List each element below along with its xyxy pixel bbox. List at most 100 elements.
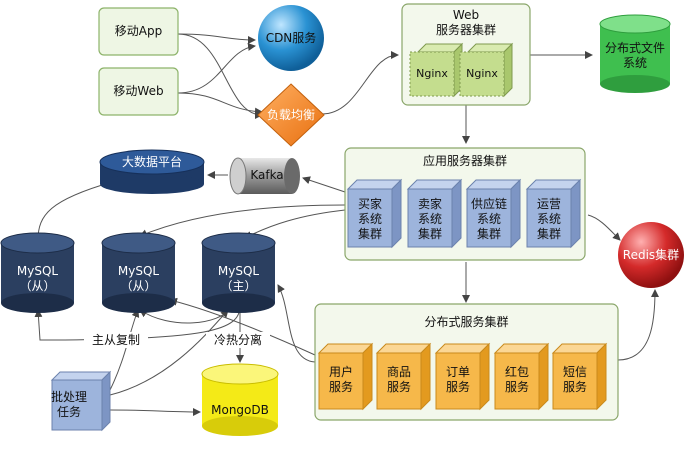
hot-cold-label: 冷热分离 bbox=[206, 332, 270, 348]
app-node-4 bbox=[525, 178, 582, 249]
web-cluster-title: Web 服务器集群 bbox=[402, 7, 530, 39]
edge-service-to-redis bbox=[617, 289, 659, 361]
edge-mysql-slave1-to-bigdata bbox=[37, 180, 113, 241]
mysql-slave-2-label: MySQL （从） bbox=[102, 262, 175, 296]
app-node-4-label-l2: 系统 bbox=[536, 211, 561, 226]
service-node-3-label-l1: 订单 bbox=[445, 365, 470, 379]
edges bbox=[34, 33, 659, 416]
load-balancer-diamond bbox=[257, 83, 325, 147]
edge-batch-to-master bbox=[109, 309, 229, 396]
service-node-1-label-l2: 服务 bbox=[328, 380, 353, 394]
service-nodes bbox=[317, 342, 608, 411]
nginx-label-2: Nginx bbox=[466, 66, 498, 80]
edge-app-to-mysql-slave2 bbox=[139, 204, 346, 237]
nginx-label-1: Nginx bbox=[416, 66, 448, 80]
service-node-1-label: 用户服务 bbox=[319, 362, 363, 398]
batch-task-line1: 批处理 bbox=[50, 390, 87, 404]
edge-app-to-mysql-master bbox=[244, 209, 346, 239]
service-node-1 bbox=[317, 342, 374, 411]
cdn-label: CDN服务 bbox=[265, 30, 317, 45]
edge-master-to-slave1 bbox=[34, 305, 241, 341]
service-node-4-label: 红包服务 bbox=[495, 362, 539, 398]
web-cluster-title-line1: Web bbox=[452, 8, 480, 22]
bigdata-label: 大数据平台 bbox=[121, 154, 182, 169]
app-nodes bbox=[346, 178, 582, 249]
edge-batch-to-mongodb bbox=[109, 407, 201, 416]
nginx-node-2 bbox=[459, 42, 514, 98]
kafka-cylinder bbox=[229, 157, 300, 195]
app-node-3-label-l3: 集群 bbox=[476, 226, 501, 241]
app-node-1-label-l3: 集群 bbox=[357, 226, 382, 241]
service-node-2 bbox=[375, 342, 432, 411]
app-node-4-label-l1: 运营 bbox=[536, 196, 561, 211]
service-node-3-label: 订单服务 bbox=[436, 362, 480, 398]
app-node-2-label-l2: 系统 bbox=[417, 211, 442, 226]
mysql-slave-2-name: MySQL bbox=[117, 264, 160, 278]
service-node-2-label: 商品服务 bbox=[377, 362, 421, 398]
app-node-2-label-l3: 集群 bbox=[417, 226, 442, 241]
edge-app-to-redis bbox=[587, 214, 621, 241]
app-node-2-label-l1: 卖家 bbox=[417, 196, 442, 211]
app-node-1-label-l1: 买家 bbox=[357, 196, 382, 211]
app-node-3 bbox=[465, 178, 522, 249]
edge-service-to-mysql-slave2 bbox=[169, 297, 316, 356]
mysql-slave-1-name: MySQL bbox=[16, 264, 59, 278]
mysql-master-name: MySQL bbox=[217, 264, 260, 278]
kafka-label: Kafka bbox=[250, 167, 284, 182]
mysql-slave-1-label: MySQL （从） bbox=[1, 262, 74, 296]
mysql-master-label: MySQL （主） bbox=[202, 262, 275, 296]
edge-app-to-cdn bbox=[177, 33, 256, 44]
app-node-2 bbox=[406, 178, 463, 249]
bigdata-cylinder bbox=[99, 149, 205, 194]
service-node-5-label: 短信服务 bbox=[553, 362, 597, 398]
app-node-3-label: 供应链系统集群 bbox=[467, 193, 511, 245]
service-node-5-label-l2: 服务 bbox=[562, 380, 587, 394]
service-node-3 bbox=[434, 342, 491, 411]
service-node-1-label-l1: 用户 bbox=[328, 365, 353, 379]
mysql-slave-1-cylinder bbox=[0, 232, 75, 313]
dfs-label: 分布式文件 系统 bbox=[600, 38, 670, 74]
edge-lb-to-web-cluster bbox=[321, 51, 399, 115]
redis-label: Redis集群 bbox=[622, 247, 680, 262]
batch-task-cube bbox=[50, 370, 112, 432]
service-cluster-title: 分布式服务集群 bbox=[424, 314, 509, 329]
load-balancer-label: 负载均衡 bbox=[266, 107, 315, 122]
mysql-slave-2-role: （从） bbox=[120, 279, 157, 293]
app-node-1-label-l2: 系统 bbox=[357, 211, 382, 226]
redis-sphere bbox=[618, 222, 684, 288]
mobile-web-label: 移动Web bbox=[113, 84, 164, 98]
app-node-4-label: 运营系统集群 bbox=[527, 193, 571, 245]
edge-batch-to-slave2 bbox=[109, 309, 140, 391]
mobile-web-box bbox=[98, 67, 179, 116]
mysql-master-role: （主） bbox=[220, 279, 257, 293]
app-node-1-label: 买家系统集群 bbox=[348, 193, 392, 245]
app-node-4-label-l3: 集群 bbox=[536, 226, 561, 241]
mysql-master-cylinder bbox=[201, 232, 276, 313]
app-node-3-label-l1: 供应链 bbox=[470, 196, 507, 211]
service-node-4-label-l1: 红包 bbox=[504, 365, 529, 379]
dfs-cylinder bbox=[599, 14, 671, 93]
mysql-slave-2-cylinder bbox=[101, 232, 176, 313]
mongodb-label: MongoDB bbox=[211, 402, 269, 417]
edge-app-to-kafka bbox=[302, 176, 346, 193]
edge-web-to-lb bbox=[177, 92, 263, 116]
cdn-sphere bbox=[258, 5, 324, 71]
edge-app-to-lb bbox=[177, 33, 263, 119]
app-node-3-label-l2: 系统 bbox=[476, 211, 501, 226]
mongodb-cylinder bbox=[201, 363, 279, 436]
mobile-app-label: 移动App bbox=[114, 24, 163, 38]
app-node-1 bbox=[346, 178, 403, 249]
app-cluster-title: 应用服务器集群 bbox=[422, 153, 507, 168]
mysql-slave-1-role: （从） bbox=[19, 279, 56, 293]
mobile-app-box bbox=[98, 7, 179, 56]
service-node-4 bbox=[493, 342, 550, 411]
batch-task-label: 批处理 任务 bbox=[48, 388, 90, 422]
service-node-5 bbox=[551, 342, 608, 411]
dfs-label-line2: 系统 bbox=[622, 56, 647, 70]
edge-web-to-cdn bbox=[177, 42, 256, 94]
batch-task-line2: 任务 bbox=[56, 405, 81, 419]
service-node-2-label-l1: 商品 bbox=[386, 365, 411, 379]
service-node-5-label-l1: 短信 bbox=[562, 365, 587, 379]
service-node-4-label-l2: 服务 bbox=[504, 380, 529, 394]
